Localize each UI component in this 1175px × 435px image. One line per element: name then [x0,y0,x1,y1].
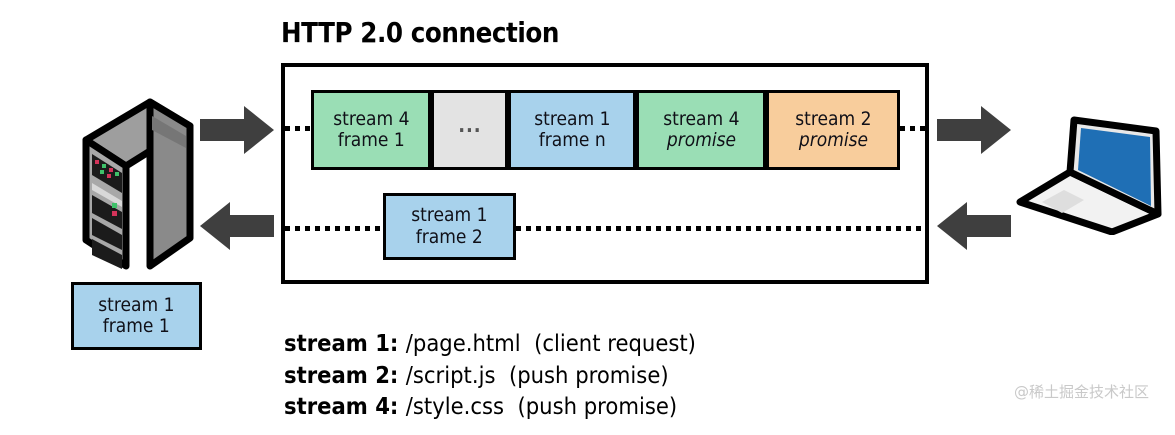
frame-box[interactable]: stream 1 frame 2 [383,193,516,260]
bottom-row-dotted-line-left [285,226,383,231]
frame-box-ellipsis[interactable]: ··· [431,90,508,170]
frame-line-2: promise [666,129,736,151]
server-icon [78,98,196,273]
frame-line-2: frame 2 [415,225,484,248]
legend-stream-label: stream 2 [284,362,390,389]
frame-line-2: frame 1 [102,315,171,337]
frame-line-2: frame 1 [337,129,405,151]
legend-stream-label: stream 1 [284,331,390,357]
legend-row: stream 1: /page.html (client request) [284,329,696,361]
frame-box[interactable]: stream 4 frame 1 [311,90,431,170]
legend-path: /page.html [405,331,521,357]
stream-legend: stream 1: /page.html (client request) st… [284,329,732,424]
legend-note: (client request) [534,331,696,357]
top-row-dotted-line-right [900,126,926,131]
frame-line-1: stream 1 [533,107,611,130]
laptop-icon [1008,110,1173,236]
bottom-row-dotted-line-right [516,226,926,231]
server-to-connection-arrow [200,106,274,154]
page-title: HTTP 2.0 connection [281,16,559,49]
legend-stream-label: stream 4 [284,394,390,421]
ellipsis-label: ··· [457,117,482,142]
legend-separator: : [389,362,406,389]
legend-separator: : [389,331,406,357]
frame-line-2: promise [798,129,868,151]
connection-to-server-arrow [200,202,274,250]
legend-row: stream 4: /style.css (push promise) [284,392,696,424]
frame-line-1: stream 4 [662,107,740,130]
legend-path: /style.css [405,394,505,421]
frame-line-2: frame n [538,129,606,151]
legend-note: (push promise) [508,362,669,389]
watermark: @稀土掘金技术社区 [1014,383,1150,401]
frame-line-1: stream 4 [332,107,410,130]
legend-path: /script.js [405,362,496,389]
legend-note: (push promise) [517,394,678,421]
client-to-connection-arrow [937,202,1011,250]
standalone-frame-box[interactable]: stream 1 frame 1 [71,282,202,350]
frame-line-1: stream 1 [98,293,175,316]
connection-to-client-arrow [937,106,1011,154]
top-row-dotted-line-left [285,126,311,131]
frame-line-1: stream 1 [411,204,488,227]
legend-row: stream 2: /script.js (push promise) [284,361,696,393]
frame-line-1: stream 2 [794,107,872,130]
frame-box[interactable]: stream 1 frame n [508,90,636,170]
frame-box[interactable]: stream 4 promise [636,90,766,170]
legend-separator: : [389,394,406,421]
frame-box[interactable]: stream 2 promise [766,90,900,170]
